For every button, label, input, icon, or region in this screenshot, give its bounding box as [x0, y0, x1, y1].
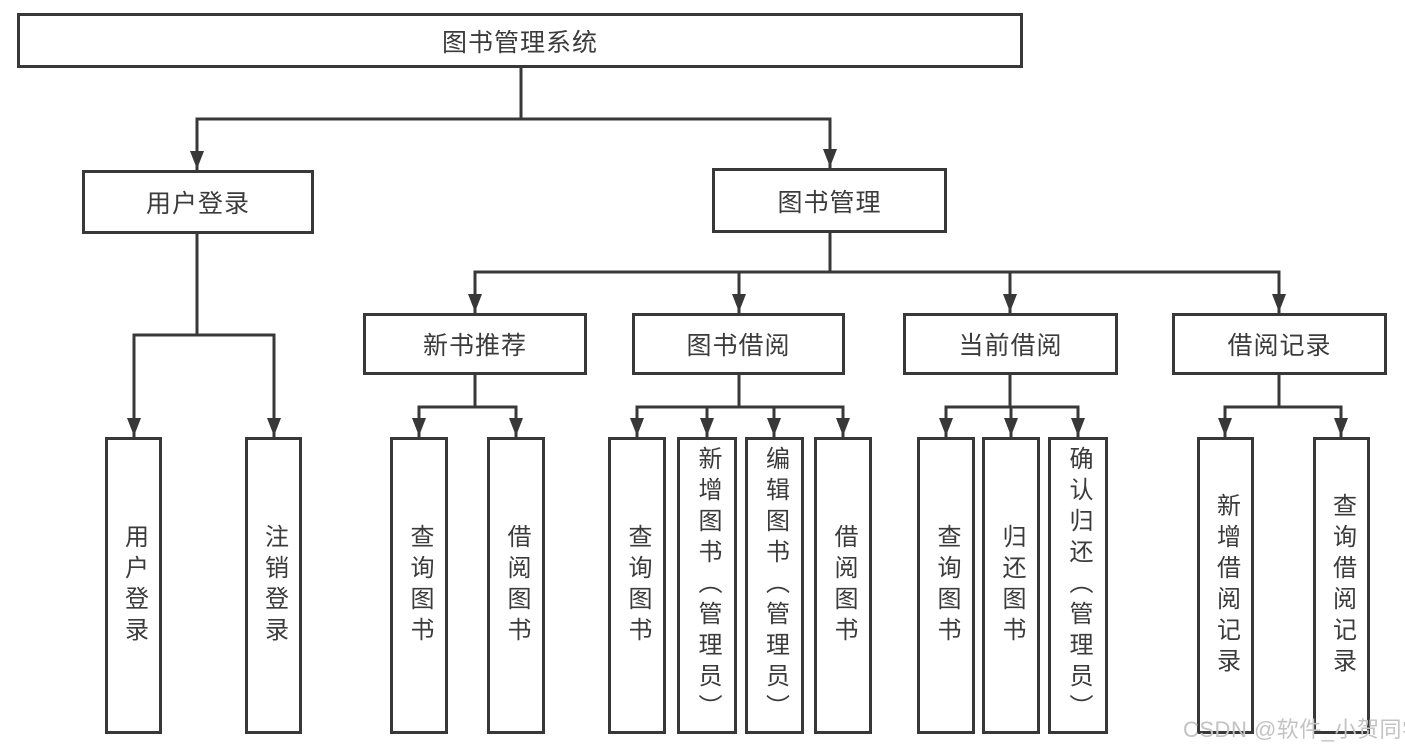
leaf-label: 编辑图书（管理员） — [761, 446, 789, 725]
leaf-add-borrow-record: 新增借阅记录 — [1197, 437, 1254, 734]
leaf-label: 查询图书 — [624, 523, 651, 648]
node-label: 图书管理 — [777, 188, 882, 217]
leaf-query-borrow-record: 查询借阅记录 — [1313, 437, 1370, 734]
leaf-label: 借阅图书 — [503, 523, 530, 648]
leaf-label: 查询借阅记录 — [1328, 492, 1356, 679]
leaf-return-books: 归还图书 — [982, 437, 1040, 734]
leaf-query-books-recommend: 查询图书 — [390, 437, 448, 734]
leaf-label: 查询图书 — [933, 523, 960, 648]
node-label: 用户登录 — [145, 190, 250, 218]
node-label: 借阅记录 — [1227, 332, 1332, 360]
leaf-confirm-return-admin: 确认归还（管理员） — [1048, 437, 1108, 734]
node-label: 图书借阅 — [686, 332, 791, 360]
leaf-label: 用户登录 — [120, 523, 148, 648]
node-label: 图书管理系统 — [441, 28, 598, 57]
node-current-borrow: 当前借阅 — [903, 313, 1118, 375]
node-label: 新书推荐 — [422, 332, 527, 360]
node-borrow-records: 借阅记录 — [1172, 313, 1387, 375]
node-label: 当前借阅 — [958, 332, 1063, 360]
leaf-label: 注销登录 — [260, 523, 288, 648]
leaf-borrow-books: 借阅图书 — [814, 437, 872, 734]
node-book-borrow: 图书借阅 — [632, 313, 845, 375]
leaf-label: 新增借阅记录 — [1212, 492, 1240, 679]
leaf-label: 借阅图书 — [830, 523, 857, 648]
node-book-management: 图书管理 — [712, 168, 947, 233]
leaf-user-login: 用户登录 — [105, 437, 162, 734]
csdn-watermark: CSDN @软件_小贺同学 — [1183, 717, 1405, 742]
leaf-label: 查询图书 — [406, 523, 433, 648]
leaf-borrow-books-recommend: 借阅图书 — [487, 437, 545, 734]
leaf-query-books-borrow: 查询图书 — [608, 437, 666, 734]
node-library-system: 图书管理系统 — [17, 13, 1023, 68]
leaf-query-books-current: 查询图书 — [917, 437, 975, 734]
node-user-login: 用户登录 — [82, 170, 314, 234]
leaf-label: 归还图书 — [998, 523, 1025, 648]
leaf-edit-book-admin: 编辑图书（管理员） — [745, 437, 804, 734]
node-new-book-recommend: 新书推荐 — [363, 313, 587, 375]
leaf-label: 确认归还（管理员） — [1065, 446, 1092, 725]
leaf-label: 新增图书（管理员） — [694, 446, 721, 725]
leaf-add-book-admin: 新增图书（管理员） — [677, 437, 737, 734]
leaf-logout: 注销登录 — [245, 437, 302, 734]
